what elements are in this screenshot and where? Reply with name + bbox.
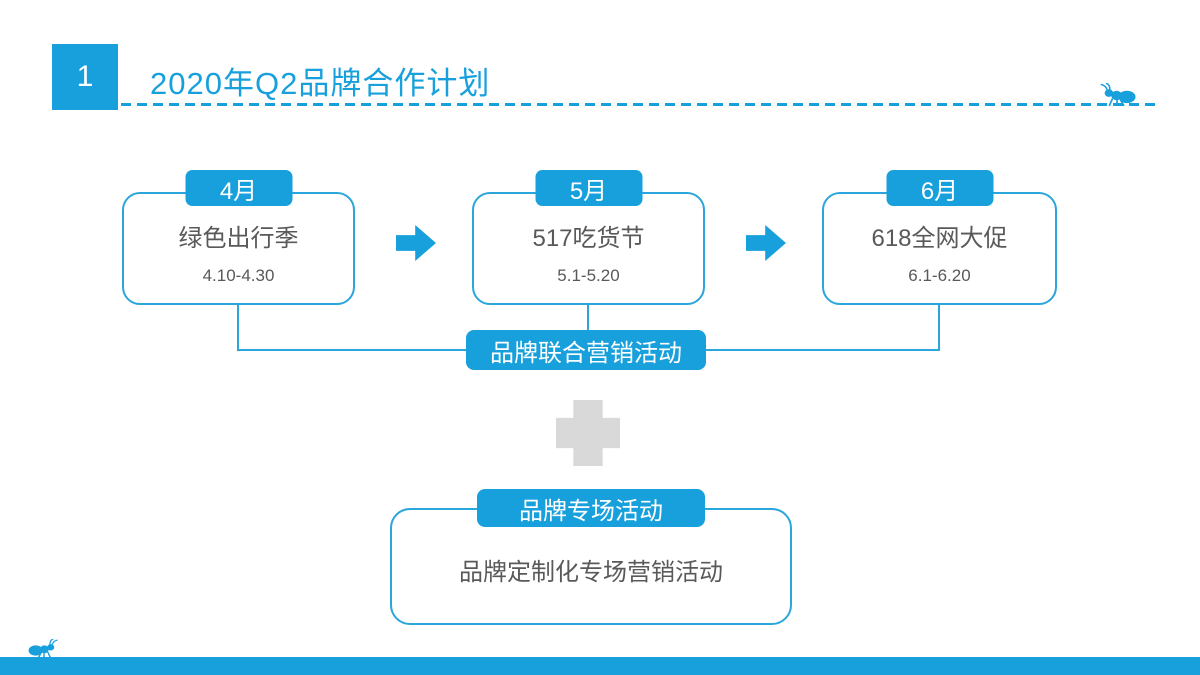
campaign-title: 517吃货节 (532, 225, 645, 252)
campaign-dates: 6.1-6.20 (908, 266, 971, 286)
special-campaign-box: 品牌定制化专场营销活动 (390, 508, 792, 625)
page-title: 2020年Q2品牌合作计划 (150, 66, 491, 101)
month-card-may: 5月 517吃货节 5.1-5.20 (472, 170, 705, 305)
connector-line (587, 305, 589, 332)
connector-line (938, 305, 940, 351)
month-card-june: 6月 618全网大促 6.1-6.20 (822, 170, 1057, 305)
month-card-april: 4月 绿色出行季 4.10-4.30 (122, 170, 355, 305)
month-box: 517吃货节 5.1-5.20 (472, 192, 705, 305)
arrow-right-icon (396, 225, 436, 261)
footer-bar (0, 657, 1200, 675)
campaign-dates: 5.1-5.20 (557, 266, 620, 286)
arrow-right-icon (746, 225, 786, 261)
special-campaign-body: 品牌定制化专场营销活动 (459, 559, 723, 586)
connector-line (237, 305, 239, 351)
campaign-dates: 4.10-4.30 (202, 266, 275, 286)
month-box: 绿色出行季 4.10-4.30 (122, 192, 355, 305)
connector-line (706, 349, 940, 351)
campaign-title: 绿色出行季 (178, 225, 299, 252)
section-number-box: 1 (52, 44, 118, 110)
month-tab: 4月 (185, 170, 292, 206)
month-tab: 6月 (886, 170, 993, 206)
dashed-divider (121, 103, 1161, 106)
month-box: 618全网大促 6.1-6.20 (822, 192, 1057, 305)
ant-icon (26, 639, 62, 658)
section-number: 1 (76, 60, 94, 93)
campaign-title: 618全网大促 (871, 225, 1008, 252)
plus-icon (556, 400, 620, 466)
month-tab: 5月 (535, 170, 642, 206)
ant-icon (1098, 83, 1136, 106)
special-campaign-tab: 品牌专场活动 (477, 489, 705, 527)
connector-line (237, 349, 466, 351)
joint-campaign-label: 品牌联合营销活动 (466, 330, 706, 370)
